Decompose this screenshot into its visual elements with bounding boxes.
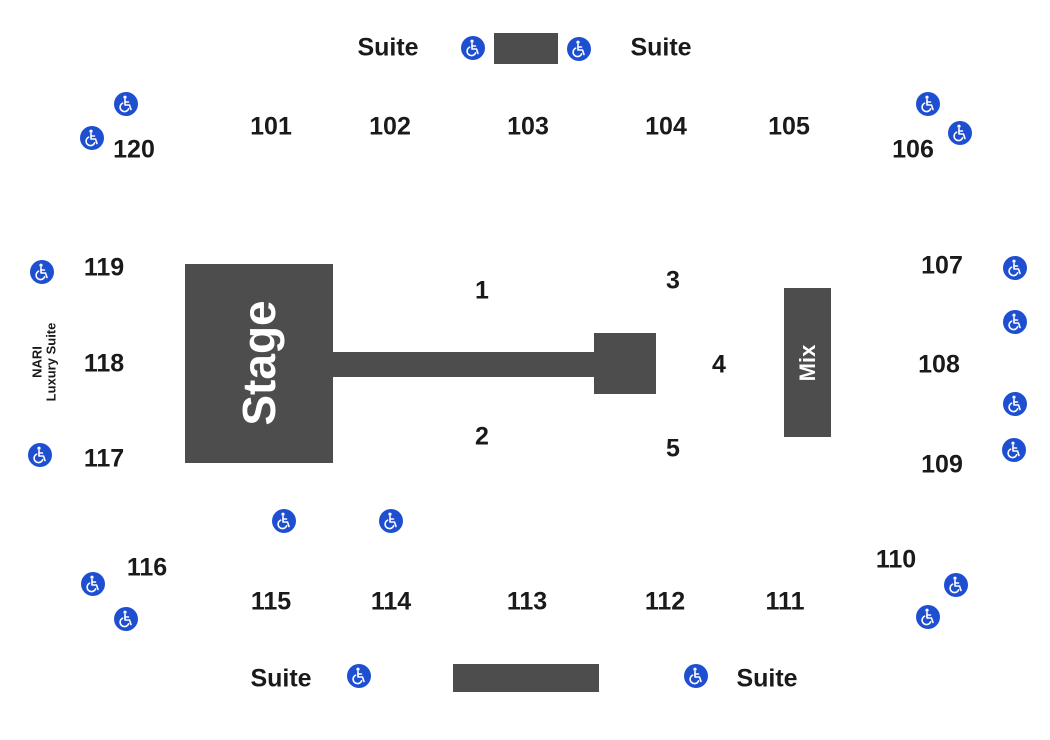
wheelchair-icon (916, 92, 940, 116)
top-suite-block (494, 33, 558, 64)
stage-runway (333, 352, 595, 377)
section-110[interactable]: 110 (875, 545, 917, 574)
wheelchair-icon (1003, 256, 1027, 280)
section-118[interactable]: 118 (83, 349, 125, 378)
suite-bottom-left-label[interactable]: Suite (250, 664, 312, 693)
section-120[interactable]: 120 (113, 135, 155, 164)
wheelchair-icon (1003, 310, 1027, 334)
section-119[interactable]: 119 (83, 253, 125, 282)
suite-top-left-label[interactable]: Suite (357, 33, 419, 62)
mix-position (784, 288, 831, 437)
wheelchair-icon (28, 443, 52, 467)
nari-label: NARI (29, 346, 45, 378)
runway-platform (594, 333, 656, 394)
section-109[interactable]: 109 (921, 450, 963, 479)
section-114[interactable]: 114 (370, 587, 412, 616)
floor-section-3[interactable]: 3 (666, 266, 680, 295)
wheelchair-icon (567, 37, 591, 61)
bottom-suite-block (453, 664, 599, 692)
luxury-suite-label: Luxury Suite (44, 322, 59, 402)
wheelchair-icon (114, 92, 138, 116)
section-112[interactable]: 112 (644, 587, 686, 616)
section-117[interactable]: 117 (83, 444, 125, 473)
wheelchair-icon (30, 260, 54, 284)
suite-bottom-right-label[interactable]: Suite (736, 664, 798, 693)
suite-top-right-label[interactable]: Suite (630, 33, 692, 62)
wheelchair-icon (1002, 438, 1026, 462)
stage-label: Stage (233, 300, 285, 426)
stage (185, 264, 333, 463)
section-108[interactable]: 108 (918, 350, 960, 379)
wheelchair-icon (461, 36, 485, 60)
section-111[interactable]: 111 (765, 587, 805, 616)
floor-section-4[interactable]: 4 (712, 350, 726, 379)
wheelchair-icon (1003, 392, 1027, 416)
wheelchair-icon (916, 605, 940, 629)
nari-luxury-suite-label[interactable]: NARI Luxury Suite (29, 322, 60, 402)
wheelchair-icon (944, 573, 968, 597)
section-115[interactable]: 115 (250, 587, 292, 616)
wheelchair-icon (379, 509, 403, 533)
wheelchair-icon (80, 126, 104, 150)
wheelchair-icon (684, 664, 708, 688)
floor-section-1[interactable]: 1 (475, 276, 489, 305)
section-107[interactable]: 107 (921, 251, 963, 280)
section-101[interactable]: 101 (250, 112, 292, 141)
wheelchair-icon (347, 664, 371, 688)
wheelchair-icon (81, 572, 105, 596)
mix-label: Mix (795, 344, 820, 382)
wheelchair-icon (948, 121, 972, 145)
floor-section-2[interactable]: 2 (475, 422, 489, 451)
wheelchair-icon (114, 607, 138, 631)
section-116[interactable]: 116 (126, 553, 168, 582)
wheelchair-icon (272, 509, 296, 533)
section-104[interactable]: 104 (645, 112, 687, 141)
section-102[interactable]: 102 (369, 112, 411, 141)
floor-section-5[interactable]: 5 (666, 434, 680, 463)
section-113[interactable]: 113 (506, 587, 548, 616)
section-106[interactable]: 106 (892, 135, 934, 164)
section-105[interactable]: 105 (768, 112, 810, 141)
section-103[interactable]: 103 (507, 112, 549, 141)
